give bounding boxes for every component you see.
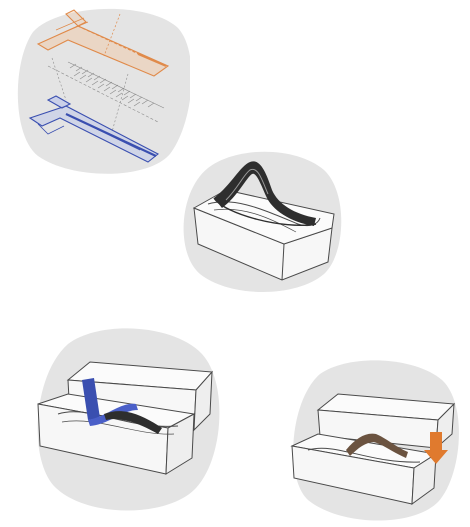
mold-press-illustration — [282, 354, 466, 524]
exploded-layer-illustration — [8, 4, 190, 176]
molded-tray-panel — [174, 144, 348, 296]
split-mold-illustration — [28, 318, 224, 518]
mold-press-panel — [282, 354, 466, 524]
exploded-layer-panel — [8, 4, 190, 176]
split-mold-panel — [28, 318, 224, 518]
molded-tray-illustration — [174, 144, 348, 296]
